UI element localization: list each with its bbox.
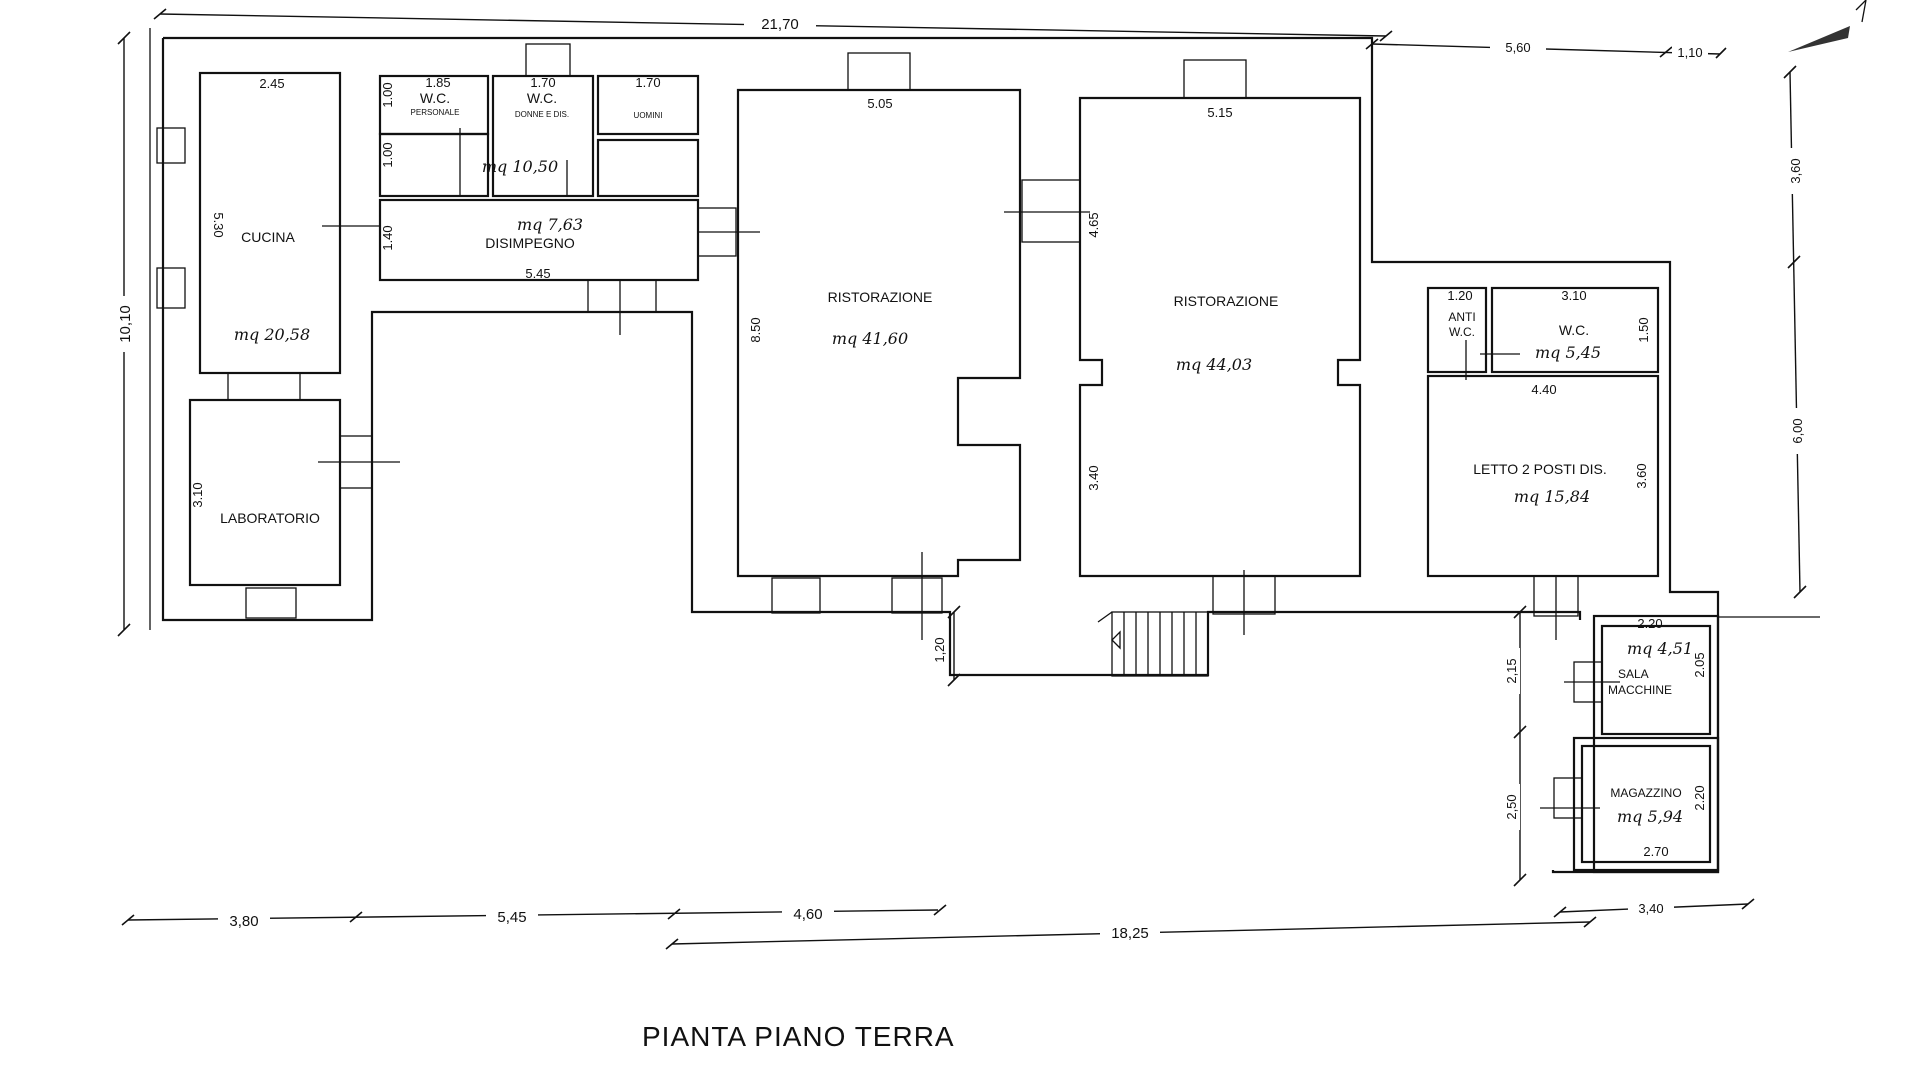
north-arrow-icon	[1788, 0, 1867, 52]
dim-disimpegno-width: 5.45	[525, 266, 550, 281]
room-label-ristorazione-2: RISTORAZIONE	[1174, 293, 1279, 309]
dim-wc-height: 1.50	[1636, 317, 1651, 342]
area-ristorazione-1: mq 41,60	[832, 329, 908, 348]
area-antibagno: mq 10,50	[482, 157, 558, 176]
dim-letto-height: 3.60	[1634, 463, 1649, 488]
room-label-sala: SALA	[1618, 667, 1649, 681]
room-label-wc: W.C.	[1559, 322, 1589, 338]
door-south-rist1	[891, 577, 943, 614]
window-south-rist1	[771, 577, 821, 614]
room-label-anti-wc: W.C.	[1449, 325, 1475, 339]
room-annex: SALA MACCHINE mq 4,51 2.20 2.05 MAGAZZIN…	[1540, 614, 1720, 874]
dim-right-lower: 6,00	[1790, 418, 1805, 443]
window-north-rist2	[1183, 59, 1247, 99]
dim-disimpegno-height: 1.40	[380, 225, 395, 250]
window-west-2	[156, 267, 186, 309]
passage-rist	[1021, 179, 1081, 243]
dim-right-upper: 3,60	[1788, 158, 1803, 183]
room-cucina: CUCINA mq 20,58 2.45 5.30 LABORATORIO 3.…	[156, 71, 400, 619]
area-disimpegno: mq 7,63	[517, 215, 583, 234]
outer-walls	[149, 28, 1820, 874]
stair-arrow-icon	[1111, 630, 1121, 650]
dim-sala-height: 2.05	[1692, 652, 1707, 677]
dim-rist2-height-1: 4.65	[1086, 212, 1101, 237]
dim-wc-donne: 1.70	[530, 75, 555, 90]
window-west	[156, 127, 186, 164]
room-label-wc-personale: W.C.	[420, 90, 450, 106]
dim-wc-width: 3.10	[1561, 288, 1586, 303]
dim-rist2-height-2: 3.40	[1086, 465, 1101, 490]
room-sub-wc-uomini: UOMINI	[634, 111, 663, 120]
area-cucina: mq 20,58	[234, 325, 310, 344]
dim-step-offset: 1,20	[932, 637, 947, 662]
dim-bottom-total: 18,25	[1111, 925, 1149, 942]
room-ristorazione-2: RISTORAZIONE mq 44,03 5.15 4.65 3.40	[1078, 59, 1362, 677]
dim-sala-width: 2.20	[1637, 616, 1662, 631]
dim-bottom-2: 5,45	[497, 909, 526, 926]
dim-cucina-height: 5.30	[211, 212, 226, 237]
dim-magazzino-height: 2.20	[1692, 785, 1707, 810]
room-label-letto: LETTO 2 POSTI DIS.	[1473, 461, 1607, 477]
room-ristorazione-1: RISTORAZIONE mq 41,60 5.05 8.50	[736, 52, 1090, 640]
dim-wc-uomini: 1.70	[635, 75, 660, 90]
dim-left-total: 10,10	[117, 305, 134, 343]
wc-block: W.C. PERSONALE 1.85 1.00 1.00 W.C. DONNE…	[378, 43, 700, 198]
dim-rist1-height: 8.50	[748, 317, 763, 342]
dim-top-total: 21,70	[761, 16, 799, 33]
area-magazzino: mq 5,94	[1617, 807, 1683, 826]
window-north-wc	[525, 43, 571, 77]
door-disimpegno-south	[587, 279, 657, 313]
room-right-block: ANTI W.C. 1.20 W.C. mq 5,45 3.10 1.50 LE…	[1426, 286, 1660, 640]
room-label-anti: ANTI	[1448, 310, 1475, 324]
room-label-macchine: MACCHINE	[1608, 683, 1672, 697]
dim-top-right: 5,60	[1505, 40, 1530, 55]
room-label-wc-donne: W.C.	[527, 90, 557, 106]
room-disimpegno: DISIMPEGNO mq 7,63 5.45 1.40	[378, 198, 760, 335]
dim-bottom-right: 3,40	[1638, 901, 1663, 916]
dim-wc-personale: 1.85	[425, 75, 450, 90]
dim-annex-1: 2,15	[1504, 658, 1519, 683]
dimension-lines: 21,70 5,60 1,10 10,10 3,60 6,00 3,80 5,4…	[116, 8, 1807, 950]
dim-anti-wc: 1.20	[1447, 288, 1472, 303]
room-label-laboratorio: LABORATORIO	[220, 510, 320, 526]
dim-bottom-3: 4,60	[793, 906, 822, 923]
room-sub-wc-donne: DONNE E DIS.	[515, 110, 569, 119]
dim-laboratorio-height: 3.10	[190, 482, 205, 507]
dim-letto-width: 4.40	[1531, 382, 1556, 397]
dim-wc-personale-h: 1.00	[380, 82, 395, 107]
dim-bottom-1: 3,80	[229, 913, 258, 930]
room-label-cucina: CUCINA	[241, 229, 295, 245]
dim-antibagno-h: 1.00	[380, 142, 395, 167]
dim-annex-2: 2,50	[1504, 794, 1519, 819]
dim-magazzino-width: 2.70	[1643, 844, 1668, 859]
area-wc: mq 5,45	[1535, 343, 1601, 362]
room-sub-wc-personale: PERSONALE	[411, 108, 460, 117]
plan-title: PIANTA PIANO TERRA	[642, 1021, 955, 1052]
dim-top-right-small: 1,10	[1677, 45, 1702, 60]
area-ristorazione-2: mq 44,03	[1176, 355, 1252, 374]
area-sala-macchine: mq 4,51	[1627, 639, 1693, 658]
room-label-disimpegno: DISIMPEGNO	[485, 235, 575, 251]
room-label-magazzino: MAGAZZINO	[1610, 786, 1681, 800]
room-label-ristorazione-1: RISTORAZIONE	[828, 289, 933, 305]
window-south-lab	[245, 587, 297, 619]
dim-cucina-width: 2.45	[259, 76, 284, 91]
dim-rist1-width: 5.05	[867, 96, 892, 111]
window-north-rist1	[847, 52, 911, 91]
door-magazzino	[1553, 777, 1583, 819]
staircase	[1097, 611, 1209, 677]
area-letto: mq 15,84	[1514, 487, 1590, 506]
dim-rist2-width: 5.15	[1207, 105, 1232, 120]
